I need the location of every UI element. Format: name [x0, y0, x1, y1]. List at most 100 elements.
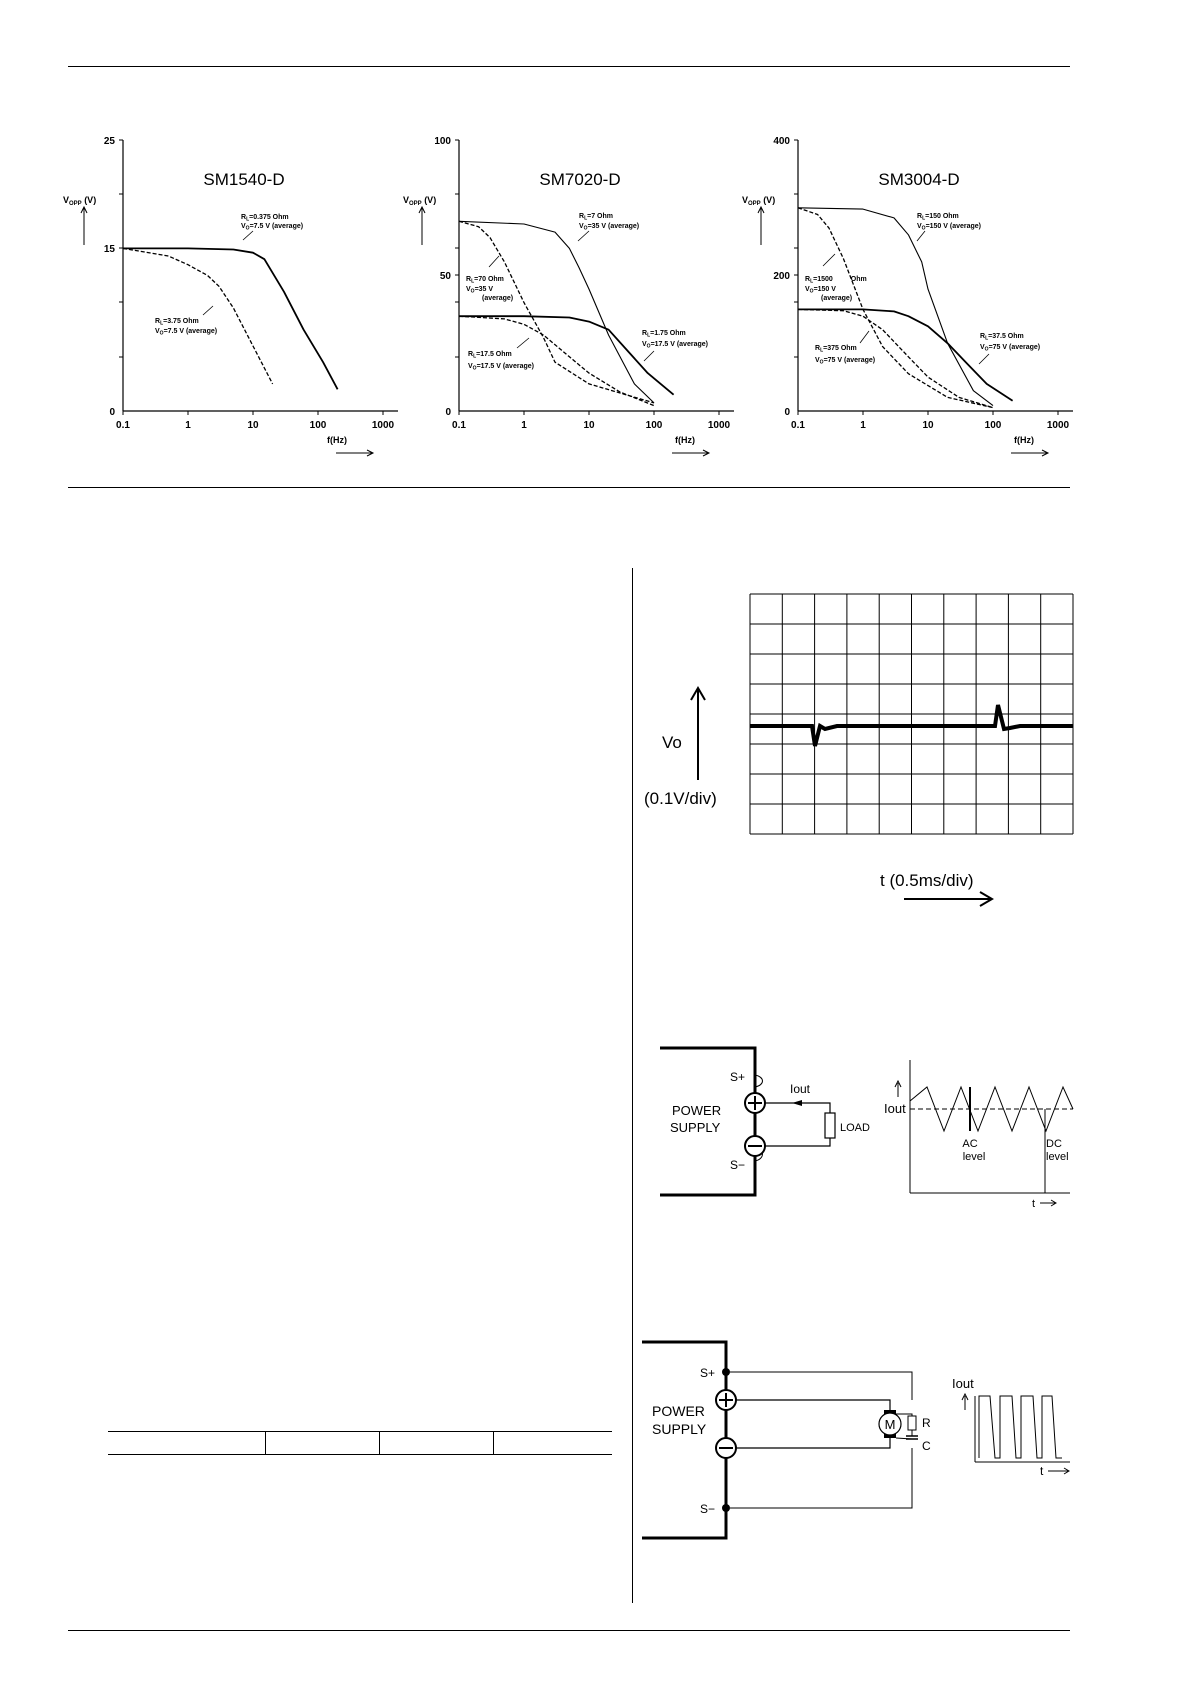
annotation-rl-175: RL=1.75 Ohm VO=17.5 V (average): [642, 330, 708, 350]
table-cell: [108, 1431, 266, 1455]
series-line: [458, 220, 655, 404]
x-tick: 1000: [372, 420, 395, 431]
table-cell: [265, 1431, 380, 1455]
r-label: R: [922, 1416, 931, 1430]
ps-label-line2: SUPPLY: [670, 1120, 721, 1135]
y-axis-arrow-icon: [418, 205, 426, 245]
positive-terminal-icon: [744, 1092, 766, 1114]
column-divider: [632, 568, 633, 1603]
x-tick: 1000: [1047, 420, 1070, 431]
ac-level-line1: AC: [962, 1138, 977, 1150]
x-tick: 1: [860, 420, 866, 431]
x-tick: 100: [310, 420, 327, 431]
annotation-pointer: [242, 230, 254, 241]
x-tick: 0.1: [791, 420, 805, 431]
annotation-pointer: [822, 253, 836, 267]
annotation-pointer: [859, 330, 870, 344]
annotation-rl-150: RL=150 Ohm VO=150 V (average): [917, 213, 981, 232]
annotation-pointer: [978, 353, 990, 365]
chart-title: SM3004-D: [878, 170, 959, 189]
ps-label-line1: POWER: [652, 1403, 705, 1419]
negative-terminal-icon: [744, 1135, 766, 1157]
s-minus-label: S−: [700, 1502, 715, 1516]
dc-level-line2: level: [1046, 1151, 1069, 1163]
x-tick: 10: [247, 420, 259, 431]
chart-sm1540d: 25 15 0 0.1 1 10 100 1000 SM1540-D VOPP …: [63, 136, 398, 457]
motor-icon: [878, 1412, 902, 1436]
y-tick: 0: [784, 407, 790, 418]
chart-sm3004d: 400 200 0 0.1 1 10 100 1000 SM3004-D VOP…: [742, 136, 1073, 457]
power-supply-box: [660, 1046, 757, 1197]
table-cell: [493, 1431, 612, 1455]
series-line: [459, 315, 675, 396]
series-line: [797, 207, 994, 407]
annotation-pointer: [643, 350, 655, 362]
series-line: [798, 308, 1014, 402]
annotation-rl-375: RL=3.75 Ohm VO=7.5 V (average): [155, 318, 217, 337]
top-rule: [68, 66, 1070, 67]
y-axis-label: VOPP (V): [63, 195, 96, 207]
vo-arrow-icon: [690, 686, 706, 780]
x-axis-arrow-icon: [1011, 449, 1050, 457]
time-label: t: [1032, 1198, 1035, 1210]
s-minus-label: S−: [730, 1158, 745, 1172]
series-line: [123, 247, 339, 390]
y-tick: 200: [773, 271, 790, 282]
x-tick: 1: [185, 420, 191, 431]
scope-y-label: Vo: [662, 733, 682, 752]
ac-level-line2: level: [963, 1151, 986, 1163]
ripple-measurement-circuit: POWER SUPPLY S+ S− Iout LOAD Iout AC lev…: [660, 1046, 1074, 1210]
y-tick: 50: [440, 271, 452, 282]
x-tick: 100: [646, 420, 663, 431]
x-axis-arrow-icon: [672, 449, 711, 457]
footer-rule: [68, 1630, 1070, 1631]
annotation-rl-375b: RL=375 Ohm VO=75 V (average): [815, 345, 875, 366]
figure-bottom-rule: [68, 487, 1070, 488]
x-tick: 100: [985, 420, 1002, 431]
y-axis-arrow-icon: [80, 205, 88, 245]
chart-title: SM1540-D: [203, 170, 284, 189]
y-tick: 15: [104, 244, 116, 255]
annotation-pointer: [516, 337, 530, 349]
annotation-rl-0375: RL=0.375 Ohm VO=7.5 V (average): [241, 214, 303, 232]
series-line: [122, 247, 274, 385]
y-tick: 0: [109, 407, 115, 418]
chart-title: SM7020-D: [539, 170, 620, 189]
y-tick: 400: [773, 136, 790, 147]
scope-grid: [749, 593, 1074, 835]
motor-current-waveform: [978, 1395, 1062, 1459]
ps-label-line1: POWER: [672, 1103, 721, 1118]
series-line: [797, 308, 994, 409]
wave-iout-label: Iout: [884, 1101, 906, 1116]
wave-iout-label: Iout: [952, 1376, 974, 1391]
series-line: [458, 315, 655, 407]
ripple-waveform: [909, 1085, 1074, 1133]
motor-label: M: [885, 1417, 896, 1432]
dc-level-line1: DC: [1046, 1138, 1062, 1150]
scope-x-label: t (0.5ms/div): [880, 871, 974, 890]
annotation-pointer: [916, 230, 926, 242]
y-axis-arrow-icon: [757, 205, 765, 245]
transient-response-figure: Vo (0.1V/div) t (0.5ms/div): [644, 593, 1074, 907]
s-plus-label: S+: [730, 1070, 745, 1084]
y-axis-label: VOPP (V): [403, 195, 436, 207]
table-cell: [379, 1431, 494, 1455]
ps-label-line2: SUPPLY: [652, 1421, 707, 1437]
s-plus-label: S+: [700, 1366, 715, 1380]
y-tick: 100: [434, 136, 451, 147]
negative-terminal-icon: [715, 1437, 737, 1459]
resistor-icon: [907, 1415, 917, 1431]
series-line: [797, 207, 994, 409]
positive-terminal-icon: [715, 1389, 737, 1411]
spec-table: [108, 1431, 612, 1455]
annotation-pointer: [202, 305, 214, 316]
y-tick: 0: [445, 407, 451, 418]
time-label: t: [1040, 1464, 1044, 1478]
time-arrow-icon: [904, 891, 994, 907]
x-tick: 1000: [708, 420, 731, 431]
x-tick: 10: [922, 420, 934, 431]
x-axis-label: f(Hz): [1014, 435, 1034, 445]
annotation-rl-375: RL=37.5 Ohm VO=75 V (average): [980, 333, 1040, 353]
x-tick: 1: [521, 420, 527, 431]
